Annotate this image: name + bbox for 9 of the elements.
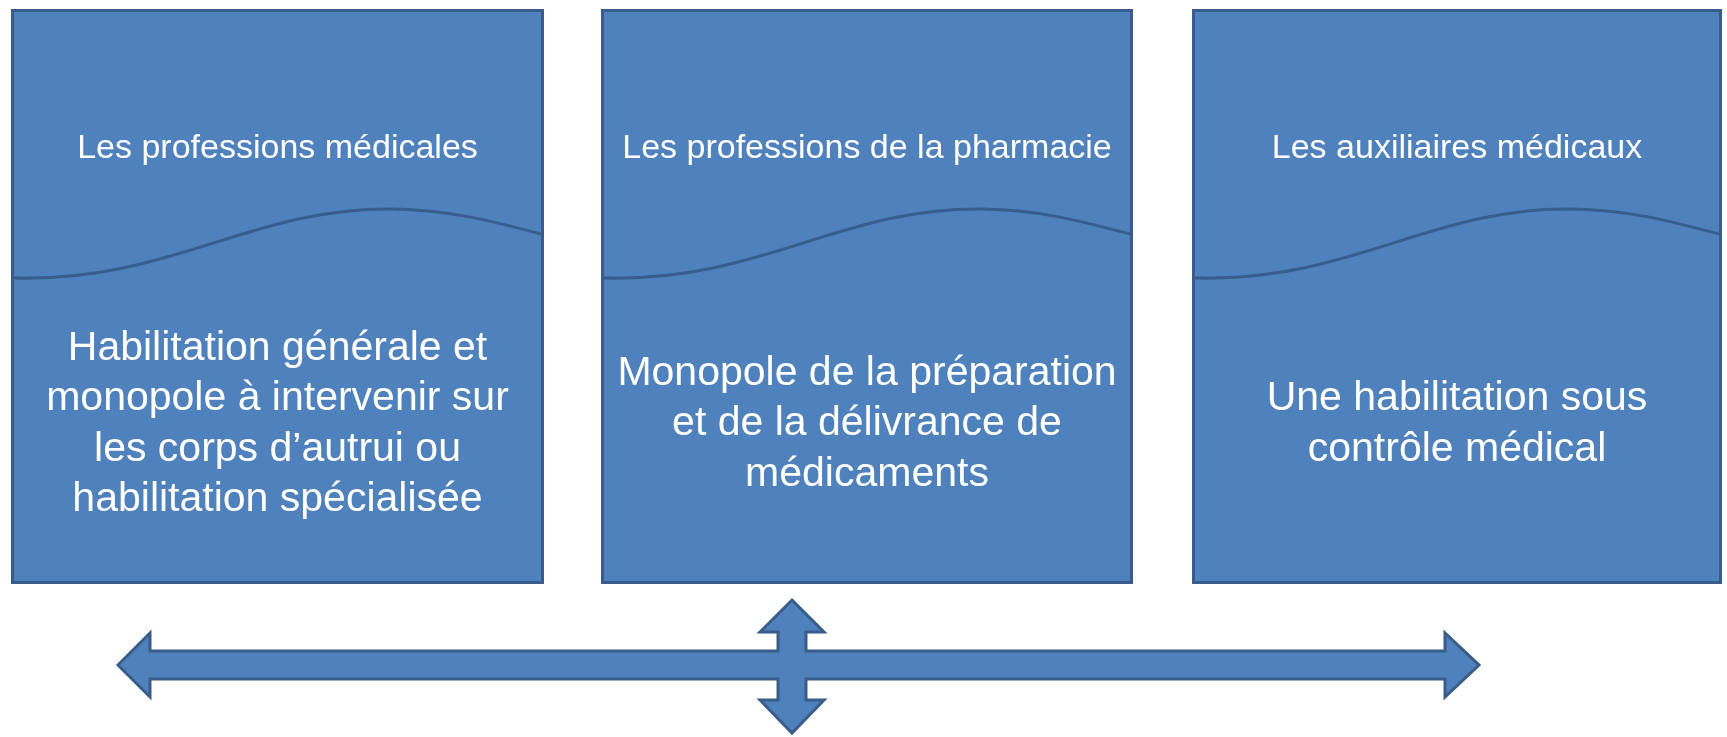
card-heading: Les auxiliaires médicaux bbox=[1271, 126, 1643, 168]
card-background bbox=[601, 9, 1133, 584]
card-text: Habilitation générale et monopole à intervenir sur les corps d’autrui ou habilitation spécialisée bbox=[45, 322, 510, 522]
card-text: Une habilitation sous contrôle médical bbox=[1265, 372, 1649, 472]
card-background bbox=[1192, 9, 1722, 584]
card-heading: Les professions de la pharmacie bbox=[622, 126, 1112, 168]
card-background bbox=[11, 9, 544, 584]
card-heading: Les professions médicales bbox=[77, 126, 478, 168]
card-text: Monopole de la préparation et de la délivrance de médicaments bbox=[616, 347, 1118, 497]
